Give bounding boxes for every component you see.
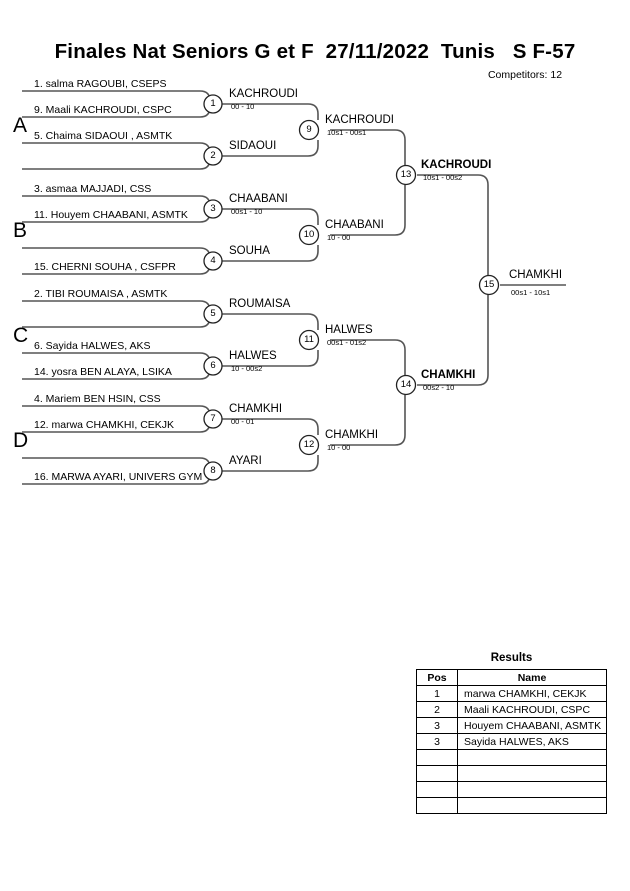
result-pos bbox=[416, 749, 458, 766]
results-header-row: Pos Name bbox=[416, 669, 607, 686]
match-score-7: 00 - 01 bbox=[231, 417, 255, 426]
match-score-13: 10s1 - 00s2 bbox=[423, 173, 463, 182]
match-score-14: 00s2 - 10 bbox=[423, 383, 455, 392]
match-number-12: 12 bbox=[303, 439, 315, 450]
result-pos: 3 bbox=[416, 717, 458, 734]
match-number-2: 2 bbox=[210, 150, 216, 161]
match-winner-1: KACHROUDI bbox=[229, 88, 299, 100]
match-number-4: 4 bbox=[210, 255, 216, 266]
entrant-1: 1. salma RAGOUBI, CSEPS bbox=[34, 78, 167, 90]
entrant-3: 5. Chaima SIDAOUI , ASMTK bbox=[34, 130, 173, 142]
entrant-13: 4. Mariem BEN HSIN, CSS bbox=[34, 393, 161, 405]
result-pos: 2 bbox=[416, 701, 458, 718]
result-name: Houyem CHAABANI, ASMTK bbox=[457, 717, 607, 734]
match-winner-8: AYARI bbox=[229, 455, 262, 467]
match-winner-11: HALWES bbox=[325, 324, 373, 336]
match-number-1: 1 bbox=[210, 98, 216, 109]
results-table: Pos Name 1 marwa CHAMKHI, CEKJK 2 Maali … bbox=[416, 669, 607, 814]
match-number-11: 11 bbox=[304, 334, 314, 345]
match-score-11: 00s1 - 01s2 bbox=[327, 338, 367, 347]
match-winner-9: KACHROUDI bbox=[325, 114, 395, 126]
match-winner-13: KACHROUDI bbox=[421, 159, 492, 171]
match-score-9: 10s1 - 00s1 bbox=[327, 128, 367, 137]
entrant-5: 3. asmaa MAJJADI, CSS bbox=[34, 183, 152, 195]
match-number-9: 9 bbox=[306, 124, 312, 135]
entrant-14: 12. marwa CHAMKHI, CEKJK bbox=[34, 419, 175, 431]
match-score-15: 00s1 - 10s1 bbox=[511, 288, 551, 297]
group-letter-c: C bbox=[13, 324, 29, 347]
match-number-10: 10 bbox=[303, 229, 315, 240]
match-score-3: 00s1 - 10 bbox=[231, 207, 263, 216]
result-name bbox=[457, 797, 607, 814]
result-pos: 3 bbox=[416, 733, 458, 750]
results-col-name: Name bbox=[457, 669, 607, 686]
result-pos bbox=[416, 797, 458, 814]
match-winner-15: CHAMKHI bbox=[509, 269, 563, 281]
table-row bbox=[416, 797, 607, 814]
match-winner-7: CHAMKHI bbox=[229, 403, 283, 415]
entrant-11: 6. Sayida HALWES, AKS bbox=[34, 340, 151, 352]
result-name: Sayida HALWES, AKS bbox=[457, 733, 607, 750]
entrant-2: 9. Maali KACHROUDI, CSPC bbox=[34, 104, 172, 116]
table-row: 2 Maali KACHROUDI, CSPC bbox=[416, 701, 607, 718]
table-row: 3 Houyem CHAABANI, ASMTK bbox=[416, 717, 607, 734]
match-winner-10: CHAABANI bbox=[325, 219, 384, 231]
match-winner-14: CHAMKHI bbox=[421, 369, 476, 381]
result-pos: 1 bbox=[416, 685, 458, 702]
entrant-6: 11. Houyem CHAABANI, ASMTK bbox=[34, 209, 188, 221]
match-winner-4: SOUHA bbox=[229, 245, 270, 257]
match-winner-5: ROUMAISA bbox=[229, 298, 291, 310]
match-score-6: 10 - 00s2 bbox=[231, 364, 263, 373]
result-name: Maali KACHROUDI, CSPC bbox=[457, 701, 607, 718]
match-number-8: 8 bbox=[210, 465, 216, 476]
results-col-pos: Pos bbox=[416, 669, 458, 686]
table-row: 3 Sayida HALWES, AKS bbox=[416, 733, 607, 750]
table-row bbox=[416, 781, 607, 798]
match-winner-6: HALWES bbox=[229, 350, 277, 362]
match-number-13: 13 bbox=[400, 169, 412, 180]
result-pos bbox=[416, 765, 458, 782]
match-score-10: 10 - 00 bbox=[327, 233, 351, 242]
result-name bbox=[457, 765, 607, 782]
table-row bbox=[416, 749, 607, 766]
group-letter-a: A bbox=[13, 114, 28, 137]
match-score-12: 10 - 00 bbox=[327, 443, 351, 452]
entrant-12: 14. yosra BEN ALAYA, LSIKA bbox=[34, 366, 172, 378]
entrant-8: 15. CHERNI SOUHA , CSFPR bbox=[34, 261, 176, 273]
match-winner-2: SIDAOUI bbox=[229, 140, 277, 152]
bracket-lines bbox=[22, 90, 566, 485]
match-number-14: 14 bbox=[400, 379, 412, 390]
results-panel: Results Pos Name 1 marwa CHAMKHI, CEKJK … bbox=[416, 652, 607, 814]
group-letter-d: D bbox=[13, 429, 29, 452]
page-title: Finales Nat Seniors G et F 27/11/2022 Tu… bbox=[54, 40, 576, 63]
match-number-15: 15 bbox=[483, 279, 495, 290]
match-winner-3: CHAABANI bbox=[229, 193, 288, 205]
table-row: 1 marwa CHAMKHI, CEKJK bbox=[416, 685, 607, 702]
results-title: Results bbox=[490, 652, 533, 664]
entrant-9: 2. TIBI ROUMAISA , ASMTK bbox=[34, 288, 168, 300]
table-row bbox=[416, 765, 607, 782]
match-number-5: 5 bbox=[210, 308, 216, 319]
result-name: marwa CHAMKHI, CEKJK bbox=[457, 685, 607, 702]
match-number-3: 3 bbox=[210, 203, 216, 214]
competitors-count: Competitors: 12 bbox=[487, 69, 563, 81]
match-number-7: 7 bbox=[210, 413, 216, 424]
match-winner-12: CHAMKHI bbox=[325, 429, 379, 441]
result-name bbox=[457, 781, 607, 798]
result-name bbox=[457, 749, 607, 766]
result-pos bbox=[416, 781, 458, 798]
match-score-1: 00 - 10 bbox=[231, 102, 255, 111]
match-number-6: 6 bbox=[210, 360, 216, 371]
entrant-16: 16. MARWA AYARI, UNIVERS GYM bbox=[34, 471, 203, 483]
group-letter-b: B bbox=[13, 219, 28, 242]
